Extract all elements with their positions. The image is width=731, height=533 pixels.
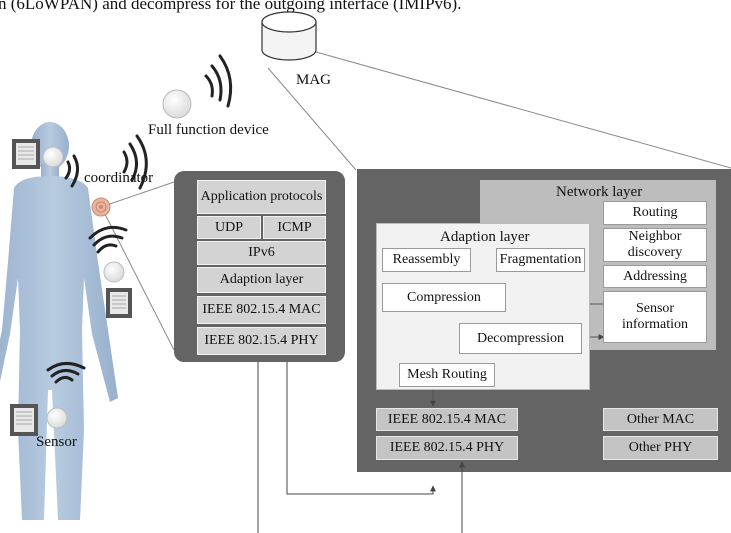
full-function-device-icon xyxy=(162,89,192,119)
fragmentation-box: Fragmentation xyxy=(496,248,585,272)
sensor-node-icon xyxy=(46,407,68,429)
gateway-phy-box: IEEE 802.15.4 PHY xyxy=(376,436,518,460)
decompression-box: Decompression xyxy=(459,323,582,354)
adaption-layer-title: Adaption layer xyxy=(440,229,530,245)
other-mac-box: Other MAC xyxy=(603,408,718,431)
icmp-box: ICMP xyxy=(263,216,326,239)
mag-icon xyxy=(261,11,317,61)
head-node-icon xyxy=(42,146,64,168)
network-layer-title: Network layer xyxy=(556,184,643,200)
routing-box: Routing xyxy=(603,201,707,225)
compression-box: Compression xyxy=(382,283,506,312)
leg-display-device-icon xyxy=(10,404,38,436)
stack-output-lines xyxy=(257,362,465,533)
udp-box: UDP xyxy=(197,216,261,239)
addressing-box: Addressing xyxy=(603,265,707,288)
gateway-mac-box: IEEE 802.15.4 MAC xyxy=(376,408,518,431)
display-device-icon xyxy=(12,139,40,169)
sensor-information-box: Sensor information xyxy=(603,291,707,343)
mag-projection-lines xyxy=(267,51,731,171)
adaption-box: Adaption layer xyxy=(197,267,326,293)
mag-label: MAG xyxy=(296,72,332,88)
full-function-device-label: Full function device xyxy=(148,122,269,138)
coordinator-label: coordinator xyxy=(84,170,154,186)
reassembly-box: Reassembly xyxy=(382,248,471,272)
ipv6-box: IPv6 xyxy=(197,241,326,265)
mesh-routing-box: Mesh Routing xyxy=(399,363,495,387)
header-text: n (6LoWPAN) and decompress for the outgo… xyxy=(0,0,462,13)
application-protocols-box: Application protocols xyxy=(197,180,326,214)
coordinator-icon xyxy=(91,197,111,217)
phy-box: IEEE 802.15.4 PHY xyxy=(197,327,326,355)
mac-box: IEEE 802.15.4 MAC xyxy=(197,296,326,324)
sensor-label: Sensor xyxy=(36,434,77,450)
arm-node-icon xyxy=(103,261,125,283)
arm-display-device-icon xyxy=(106,288,132,318)
other-phy-box: Other PHY xyxy=(603,436,718,460)
neighbor-discovery-box: Neighbor discovery xyxy=(603,228,707,262)
wave-icons xyxy=(46,54,233,384)
